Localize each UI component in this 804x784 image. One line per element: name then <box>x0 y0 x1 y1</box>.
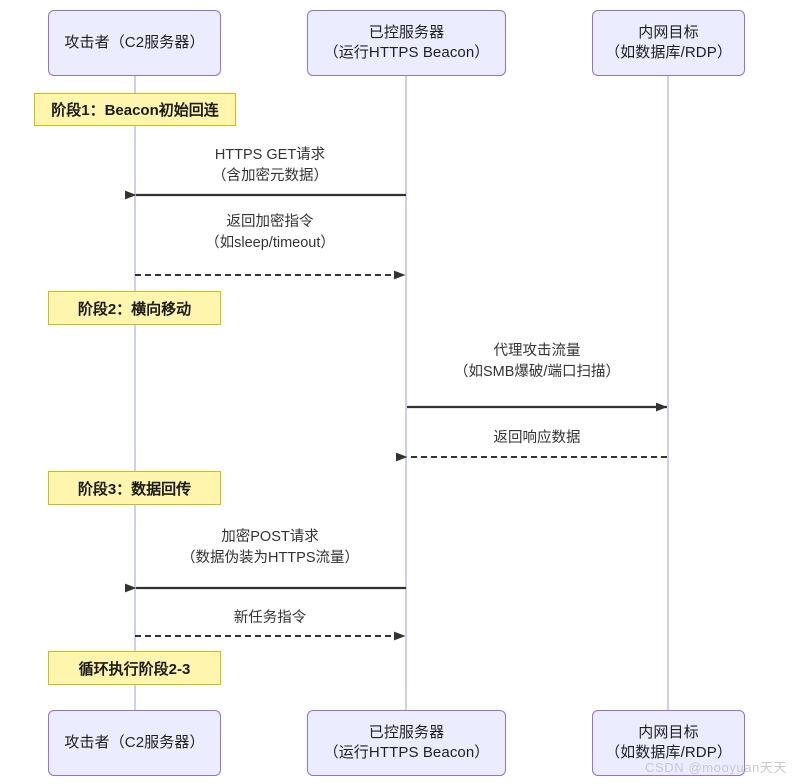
participant-internal-target-label-line1: 内网目标 <box>638 24 699 42</box>
message-label-proxy-attack-traffic: 代理攻击流量 （如SMB爆破/端口扫描） <box>412 341 662 382</box>
note-phase-1[interactable]: 阶段1：Beacon初始回连 <box>34 93 236 126</box>
participant-internal-target-label-line2: （如数据库/RDP） <box>605 44 732 61</box>
participant-attacker-bottom[interactable]: 攻击者（C2服务器） <box>48 710 221 776</box>
participant-internal-target-bottom[interactable]: 内网目标 （如数据库/RDP） <box>592 710 745 776</box>
note-loop[interactable]: 循环执行阶段2-3 <box>48 651 221 685</box>
note-phase-3[interactable]: 阶段3：数据回传 <box>48 471 221 505</box>
lifeline-compromised-server <box>405 76 407 712</box>
message-response-data-line1: 返回响应数据 <box>493 430 581 446</box>
participant-compromised-server-bottom-label-line1: 已控服务器 <box>368 724 445 742</box>
participant-compromised-server-bottom[interactable]: 已控服务器 （运行HTTPS Beacon） <box>307 710 506 776</box>
message-https-get-line2: （含加密元数据） <box>212 167 328 184</box>
participant-compromised-server-top[interactable]: 已控服务器 （运行HTTPS Beacon） <box>307 10 506 76</box>
participant-compromised-server-bottom-label-line2: （运行HTTPS Beacon） <box>323 744 490 761</box>
watermark: CSDN @mooyuan天天 <box>645 760 788 775</box>
message-encrypted-command-line1: 返回加密指令 <box>226 214 314 230</box>
participant-compromised-server-label-line2: （运行HTTPS Beacon） <box>323 44 490 61</box>
message-encrypted-command-line2: （如sleep/timeout） <box>205 234 335 251</box>
message-label-encrypted-post: 加密POST请求 （数据伪装为HTTPS流量） <box>140 527 400 568</box>
lifeline-attacker <box>134 76 136 712</box>
participant-attacker-top[interactable]: 攻击者（C2服务器） <box>48 10 221 76</box>
participant-internal-target-bottom-label-line1: 内网目标 <box>638 724 699 742</box>
message-encrypted-post-line2: （数据伪装为HTTPS流量） <box>180 549 360 566</box>
lifeline-internal-target <box>667 76 669 712</box>
message-encrypted-post-line1: 加密POST请求 <box>221 529 319 545</box>
message-label-encrypted-command: 返回加密指令 （如sleep/timeout） <box>140 212 400 253</box>
message-proxy-attack-traffic-line1: 代理攻击流量 <box>493 343 581 359</box>
note-phase-2[interactable]: 阶段2：横向移动 <box>48 291 221 325</box>
participant-attacker-bottom-label-line1: 攻击者（C2服务器） <box>64 734 205 752</box>
participant-internal-target-top[interactable]: 内网目标 （如数据库/RDP） <box>592 10 745 76</box>
message-label-response-data: 返回响应数据 <box>412 428 662 449</box>
participant-internal-target-bottom-label-line2: （如数据库/RDP） <box>605 744 732 761</box>
message-https-get-line1: HTTPS GET请求 <box>214 147 326 163</box>
message-label-https-get: HTTPS GET请求 （含加密元数据） <box>140 145 400 186</box>
participant-compromised-server-label-line1: 已控服务器 <box>368 24 445 42</box>
message-label-new-task-command: 新任务指令 <box>140 608 400 629</box>
participant-attacker-label-line1: 攻击者（C2服务器） <box>64 34 205 52</box>
message-new-task-command-line1: 新任务指令 <box>233 610 307 626</box>
message-proxy-attack-traffic-line2: （如SMB爆破/端口扫描） <box>454 363 620 380</box>
